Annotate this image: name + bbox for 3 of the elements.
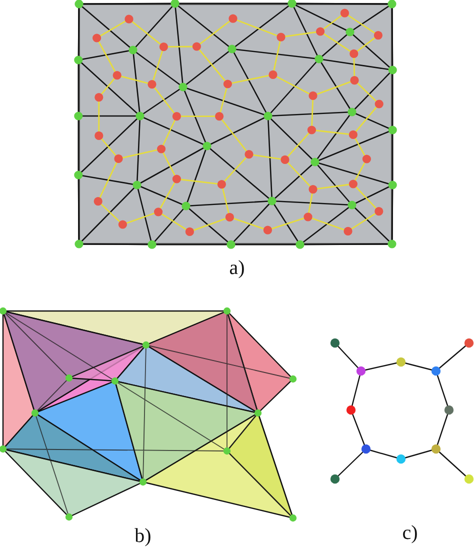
- panel-label: c): [402, 522, 418, 544]
- panel-label: a): [229, 257, 245, 279]
- panel-label: b): [134, 525, 152, 547]
